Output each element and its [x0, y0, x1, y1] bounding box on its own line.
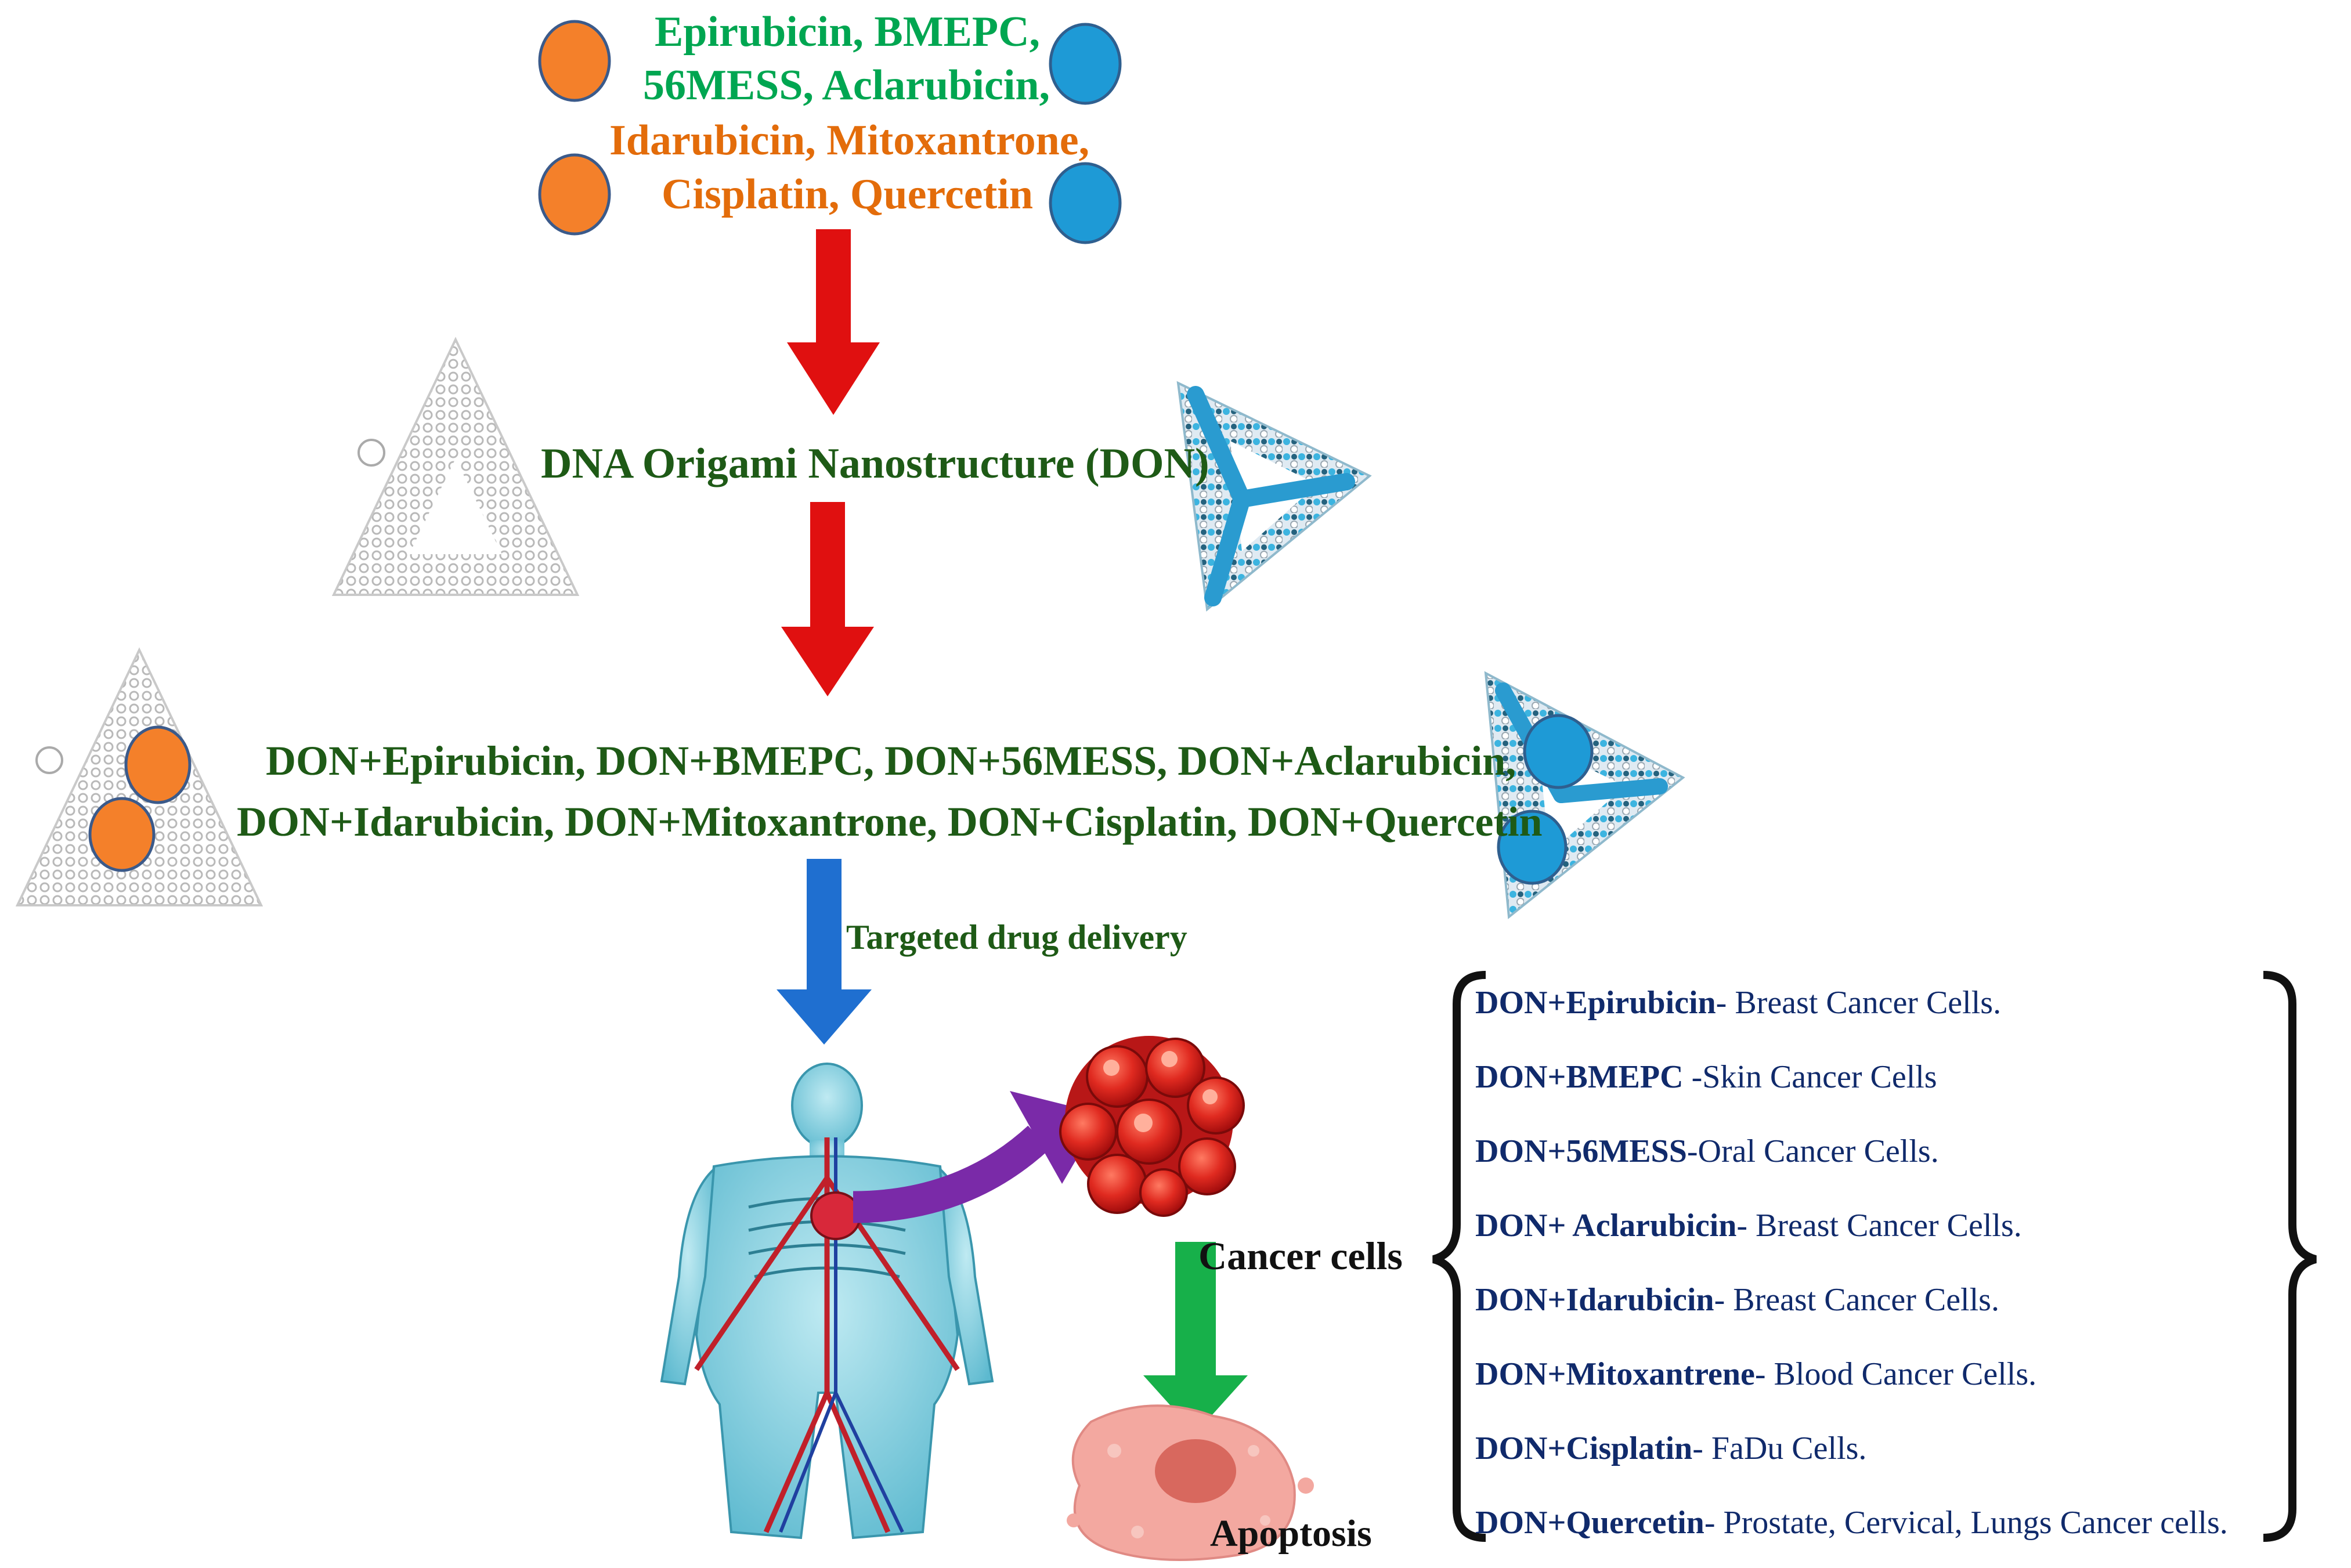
green-arrow: [1143, 1242, 1248, 1433]
result-effect: - Breast Cancer Cells.: [1714, 1282, 1999, 1318]
cancer-cells-cluster: [1059, 1036, 1245, 1217]
drug-list-line-2: 56MESS, Aclarubicin,: [643, 62, 1050, 109]
result-drug: DON+Mitoxantrene: [1475, 1356, 1755, 1392]
orange-particle: [538, 153, 611, 236]
origami-3d-triangle-1: [1176, 381, 1372, 612]
result-effect: -Skin Cancer Cells: [1683, 1059, 1937, 1095]
result-item: DON+56MESS-Oral Cancer Cells.: [1475, 1135, 1939, 1168]
flat-origami-triangle-loaded: [15, 647, 263, 906]
result-item: DON+Idarubicin- Breast Cancer Cells.: [1475, 1284, 1999, 1316]
result-effect: - Breast Cancer Cells.: [1716, 985, 2002, 1021]
result-effect: - Blood Cancer Cells.: [1754, 1356, 2037, 1392]
don-title: DNA Origami Nanostructure (DON): [541, 440, 1209, 487]
right-brace: [2263, 971, 2317, 1542]
result-drug: DON+56MESS: [1475, 1133, 1687, 1169]
blue-particle: [1523, 714, 1594, 789]
blue-particle: [1049, 162, 1122, 244]
result-drug: DON+ Aclarubicin: [1475, 1208, 1737, 1244]
red-arrow-2: [781, 502, 874, 696]
result-item: DON+Mitoxantrene- Blood Cancer Cells.: [1475, 1358, 2036, 1390]
result-item: DON+Quercetin- Prostate, Cervical, Lungs…: [1475, 1506, 2228, 1539]
result-drug: DON+Epirubicin: [1475, 985, 1716, 1021]
targeted-delivery-label: Targeted drug delivery: [846, 918, 1187, 956]
result-drug: DON+BMEPC: [1475, 1059, 1684, 1095]
result-drug: DON+Idarubicin: [1475, 1282, 1714, 1318]
apoptosis-cell: [1067, 1404, 1314, 1561]
red-arrow-1: [787, 229, 880, 415]
orange-particle: [538, 20, 611, 102]
result-item: DON+Epirubicin- Breast Cancer Cells.: [1475, 987, 2001, 1019]
cancer-cells-label: Cancer cells: [1198, 1234, 1403, 1278]
result-drug: DON+Cisplatin: [1475, 1430, 1693, 1466]
result-item: DON+Cisplatin- FaDu Cells.: [1475, 1432, 1866, 1465]
don-combos-line-2: DON+Idarubicin, DON+Mitoxantrone, DON+Ci…: [237, 799, 1543, 845]
result-drug: DON+Quercetin: [1475, 1505, 1704, 1541]
result-effect: - Prostate, Cervical, Lungs Cancer cells…: [1704, 1505, 2228, 1541]
result-effect: - FaDu Cells.: [1692, 1430, 1867, 1466]
left-brace: [1432, 971, 1486, 1542]
result-item: DON+ Aclarubicin- Breast Cancer Cells.: [1475, 1209, 2022, 1242]
blue-particle: [1049, 23, 1122, 105]
result-effect: -Oral Cancer Cells.: [1686, 1133, 1939, 1169]
drug-list-line-1: Epirubicin, BMEPC,: [655, 8, 1041, 56]
apoptosis-label: Apoptosis: [1210, 1512, 1372, 1555]
drug-list-line-4: Cisplatin, Quercetin: [662, 171, 1033, 218]
drug-list-line-3: Idarubicin, Mitoxantrone,: [609, 117, 1090, 164]
don-combos-line-1: DON+Epirubicin, DON+BMEPC, DON+56MESS, D…: [266, 738, 1516, 784]
human-body-illustration: [660, 1063, 994, 1540]
orange-particle: [88, 797, 156, 872]
orange-particle: [124, 725, 192, 804]
origami-3d-triangle-loaded: [1484, 671, 1685, 919]
flat-origami-triangle-1: [331, 337, 580, 596]
result-item: DON+BMEPC -Skin Cancer Cells: [1475, 1061, 1937, 1093]
blue-particle: [1497, 810, 1568, 885]
result-effect: - Breast Cancer Cells.: [1736, 1208, 2022, 1244]
blue-arrow: [777, 859, 872, 1045]
